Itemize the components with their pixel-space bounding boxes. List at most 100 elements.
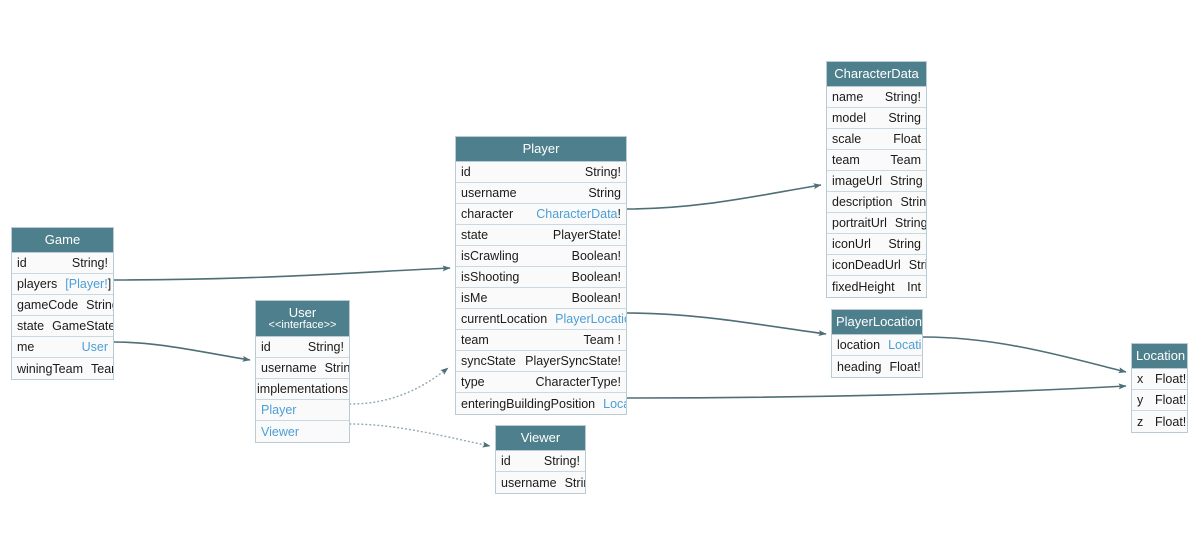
entity-user-stereotype: <<interface>> bbox=[268, 319, 337, 331]
field-player-enteringbuildingposition[interactable]: enteringBuildingPosition Location bbox=[456, 393, 626, 414]
field-characterdata-team[interactable]: team Team bbox=[827, 150, 926, 171]
field-player-type[interactable]: type CharacterType! bbox=[456, 372, 626, 393]
field-playerlocation-location[interactable]: location Location! bbox=[832, 335, 922, 356]
entity-playerlocation[interactable]: PlayerLocation location Location! headin… bbox=[831, 309, 923, 378]
field-type-link[interactable]: CharacterData bbox=[536, 207, 618, 221]
field-user-username[interactable]: username String bbox=[256, 358, 349, 379]
field-player-iscrawling[interactable]: isCrawling Boolean! bbox=[456, 246, 626, 267]
field-type: Team bbox=[91, 361, 113, 376]
field-name: type bbox=[461, 375, 485, 389]
field-type: PlayerState! bbox=[552, 228, 621, 242]
field-type: String! bbox=[86, 298, 113, 312]
implementation-name[interactable]: Viewer bbox=[261, 424, 299, 439]
field-type: String! bbox=[543, 454, 580, 468]
field-type-link[interactable]: [Player! bbox=[65, 277, 108, 291]
field-type: Float! bbox=[889, 359, 921, 374]
field-name: character bbox=[461, 207, 514, 221]
field-type: Location bbox=[603, 397, 626, 411]
field-type: Float! bbox=[1155, 414, 1187, 429]
field-characterdata-name[interactable]: name String! bbox=[827, 87, 926, 108]
user-implementation-viewer[interactable]: Viewer bbox=[256, 421, 349, 442]
field-type: Location! bbox=[888, 338, 922, 352]
entity-game[interactable]: Game id String! players [Player!] gameCo… bbox=[11, 227, 114, 380]
field-game-players[interactable]: players [Player!] bbox=[12, 274, 113, 295]
field-name: id bbox=[261, 340, 271, 354]
field-name: fixedHeight bbox=[832, 279, 895, 294]
field-name: currentLocation bbox=[461, 312, 548, 326]
field-name: id bbox=[461, 165, 471, 179]
field-playerlocation-heading[interactable]: heading Float! bbox=[832, 356, 922, 377]
field-player-state[interactable]: state PlayerState! bbox=[456, 225, 626, 246]
entity-characterdata[interactable]: CharacterData name String! model String … bbox=[826, 61, 927, 298]
field-game-me[interactable]: me User bbox=[12, 337, 113, 358]
field-type-link[interactable]: User bbox=[81, 340, 108, 354]
field-type: String bbox=[900, 195, 926, 209]
field-characterdata-scale[interactable]: scale Float bbox=[827, 129, 926, 150]
field-characterdata-model[interactable]: model String bbox=[827, 108, 926, 129]
label-text: implementations bbox=[257, 382, 349, 396]
field-name: imageUrl bbox=[832, 174, 883, 188]
field-name: portraitUrl bbox=[832, 216, 887, 230]
field-viewer-id[interactable]: id String! bbox=[496, 451, 585, 472]
field-type: PlayerLocation! bbox=[555, 312, 626, 326]
field-game-gamecode[interactable]: gameCode String! bbox=[12, 295, 113, 316]
field-type: String bbox=[564, 475, 585, 490]
field-location-y[interactable]: y Float! bbox=[1132, 390, 1187, 411]
entity-player[interactable]: Player id String! username String charac… bbox=[455, 136, 627, 415]
user-implementation-player[interactable]: Player bbox=[256, 400, 349, 421]
edge-player-enteringbuildingposition-to-location bbox=[626, 383, 1127, 399]
field-type: String! bbox=[71, 256, 108, 270]
field-type-suffix: ] bbox=[107, 277, 112, 291]
field-game-state[interactable]: state GameState! bbox=[12, 316, 113, 337]
entity-viewer[interactable]: Viewer id String! username String bbox=[495, 425, 586, 494]
edge-player-currentlocation-to-playerlocation bbox=[626, 312, 827, 337]
field-type-link[interactable]: Location bbox=[888, 338, 922, 352]
field-type: GameState! bbox=[52, 319, 113, 333]
field-player-username[interactable]: username String bbox=[456, 183, 626, 204]
field-player-syncstate[interactable]: syncState PlayerSyncState! bbox=[456, 351, 626, 372]
entity-user[interactable]: User <<interface>> id String! username S… bbox=[255, 300, 350, 443]
field-player-id[interactable]: id String! bbox=[456, 162, 626, 183]
field-location-z[interactable]: z Float! bbox=[1132, 411, 1187, 432]
field-characterdata-icondeadurl[interactable]: iconDeadUrl String bbox=[827, 255, 926, 276]
entity-player-title: Player bbox=[456, 137, 626, 162]
field-name: state bbox=[461, 228, 489, 242]
field-user-id[interactable]: id String! bbox=[256, 337, 349, 358]
field-player-currentlocation[interactable]: currentLocation PlayerLocation! bbox=[456, 309, 626, 330]
field-characterdata-imageurl[interactable]: imageUrl String bbox=[827, 171, 926, 192]
field-location-x[interactable]: x Float! bbox=[1132, 369, 1187, 390]
entity-location[interactable]: Location x Float! y Float! z Float! bbox=[1131, 343, 1188, 433]
field-type: String bbox=[890, 174, 923, 188]
entity-location-title: Location bbox=[1132, 344, 1187, 369]
field-name: name bbox=[832, 90, 864, 104]
field-game-winingteam[interactable]: winingTeam Team bbox=[12, 358, 113, 379]
field-name: username bbox=[501, 475, 557, 490]
field-name: me bbox=[17, 340, 35, 354]
field-characterdata-iconurl[interactable]: iconUrl String bbox=[827, 234, 926, 255]
field-type: Boolean! bbox=[571, 291, 621, 305]
field-player-team[interactable]: team Team ! bbox=[456, 330, 626, 351]
field-type: String! bbox=[307, 340, 344, 354]
field-characterdata-portraiturl[interactable]: portraitUrl String bbox=[827, 213, 926, 234]
field-player-character[interactable]: character CharacterData! bbox=[456, 204, 626, 225]
field-characterdata-description[interactable]: description String bbox=[827, 192, 926, 213]
field-type: Float! bbox=[1155, 393, 1187, 407]
field-viewer-username[interactable]: username String bbox=[496, 472, 585, 493]
field-game-id[interactable]: id String! bbox=[12, 253, 113, 274]
field-player-isme[interactable]: isMe Boolean! bbox=[456, 288, 626, 309]
implementation-name[interactable]: Player bbox=[261, 403, 297, 417]
field-name: players bbox=[17, 277, 58, 291]
field-type-link[interactable]: PlayerLocation bbox=[555, 312, 626, 326]
field-type: String bbox=[588, 186, 621, 200]
field-characterdata-fixedheight[interactable]: fixedHeight Int bbox=[827, 276, 926, 297]
field-type: User bbox=[82, 340, 108, 354]
edge-game-players-to-player bbox=[113, 265, 451, 281]
entity-user-title: User <<interface>> bbox=[256, 301, 349, 337]
field-type: Boolean! bbox=[571, 270, 621, 284]
entity-game-title: Game bbox=[12, 228, 113, 253]
field-name: isMe bbox=[461, 291, 488, 305]
field-player-isshooting[interactable]: isShooting Boolean! bbox=[456, 267, 626, 288]
field-name: id bbox=[501, 454, 511, 468]
field-type-link[interactable]: Location bbox=[603, 396, 626, 411]
field-name: heading bbox=[837, 359, 882, 374]
